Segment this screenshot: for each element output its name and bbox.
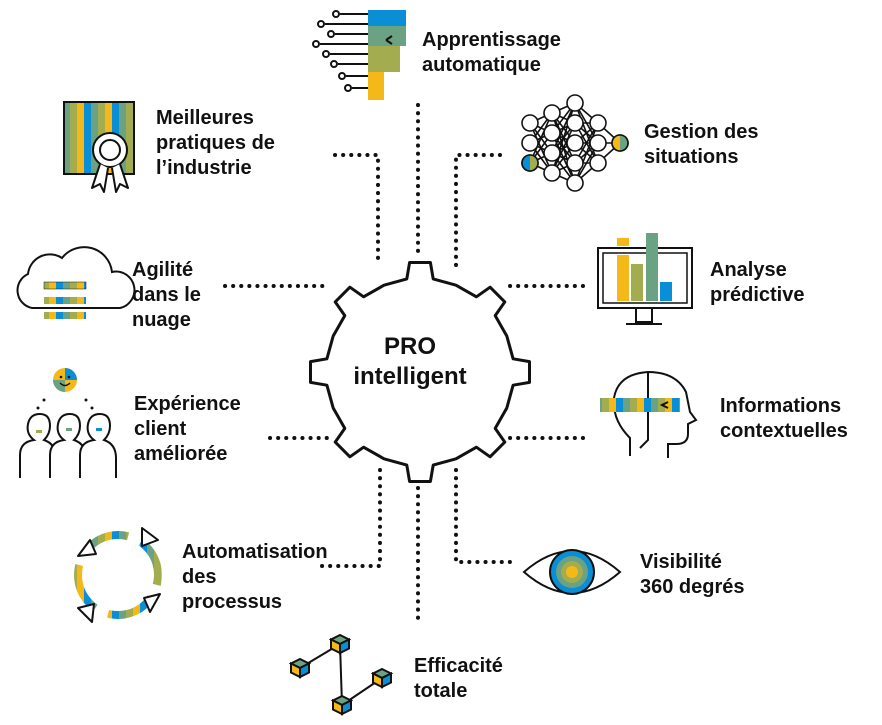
connector-top-right: [454, 153, 502, 267]
nn-link: [529, 112, 553, 164]
label-visibilite: Visibilité 360 degrés: [640, 550, 745, 600]
label-line: prédictive: [710, 284, 805, 306]
nn-node: [543, 104, 561, 122]
head-profile-icon: [600, 370, 698, 458]
connector-bottom-right: [454, 468, 512, 564]
cycle-arrows-icon: [73, 527, 163, 623]
label-analyse: Analyse prédictive: [710, 258, 804, 308]
eye-icon: [522, 549, 622, 595]
label-gestion: Gestion des situations: [644, 120, 758, 170]
nn-node-fill: [620, 135, 628, 151]
label-line: processus: [182, 591, 283, 613]
nn-node: [543, 124, 561, 142]
label-line: Visibilité: [640, 551, 722, 573]
label-line: Automatisation: [182, 541, 328, 563]
neural-network-icon: [521, 94, 629, 192]
gear-icon: [309, 261, 531, 483]
nn-link: [574, 122, 599, 184]
label-line: 360 degrés: [640, 576, 745, 598]
center-label-line1: PRO: [383, 333, 436, 360]
label-line: totale: [414, 680, 468, 702]
center-label-line2: intelligent: [353, 363, 467, 390]
cube-face: [339, 637, 350, 655]
label-line: contextuelles: [720, 420, 848, 442]
label-informations: Informations contextuelles: [720, 394, 848, 444]
cube-face: [299, 661, 310, 679]
nn-node-outline: [521, 154, 539, 172]
robot-head-icon: [312, 10, 406, 100]
nn-link: [551, 102, 576, 174]
label-line: Apprentissage: [422, 29, 561, 51]
label-experience: Expérience client améliorée: [134, 392, 241, 467]
certificate-icon: [63, 101, 135, 193]
nn-node: [543, 144, 561, 162]
cube-face: [381, 671, 392, 689]
label-line: client: [134, 418, 187, 440]
label-line: Analyse: [710, 259, 787, 281]
label-line: améliorée: [134, 443, 228, 465]
nn-node: [589, 134, 607, 152]
label-line: Efficacité: [414, 655, 503, 677]
label-line: Expérience: [134, 393, 241, 415]
label-agilite: Agilité dans le nuage: [132, 258, 201, 333]
nn-node: [543, 164, 561, 182]
connector-lines: [223, 103, 590, 622]
nn-node-fill: [522, 155, 530, 171]
nn-node: [521, 134, 539, 152]
nn-node-fill: [612, 135, 620, 151]
label-line: Meilleures: [156, 107, 254, 129]
label-line: Agilité: [132, 259, 194, 281]
nn-link: [551, 102, 576, 154]
label-line: nuage: [132, 309, 191, 331]
nn-node: [589, 114, 607, 132]
label-line: l’industrie: [156, 157, 252, 179]
connected-cubes-icon: [288, 633, 394, 716]
label-efficacite: Efficacité totale: [414, 654, 503, 704]
label-line: dans le: [132, 284, 201, 306]
nn-node: [566, 94, 584, 112]
nn-node: [566, 114, 584, 132]
nn-node: [521, 114, 539, 132]
nn-node: [566, 174, 584, 192]
label-line: automatique: [422, 54, 541, 76]
nn-node-outline: [611, 134, 629, 152]
label-line: Gestion des: [644, 121, 759, 143]
label-line: pratiques de: [156, 132, 275, 154]
monitor-chart-icon: [597, 233, 693, 325]
label-apprentissage: Apprentissage automatique: [422, 28, 561, 78]
nn-node: [566, 154, 584, 172]
cube-face: [341, 698, 352, 716]
cloud-icon: [16, 246, 136, 319]
nn-node: [589, 154, 607, 172]
label-line: situations: [644, 146, 739, 168]
connector-bottom-left: [320, 468, 382, 568]
nn-node-fill: [530, 155, 538, 171]
nn-node: [566, 134, 584, 152]
customers-icon: [19, 368, 117, 478]
center-label: PRO intelligent: [330, 332, 490, 392]
connector-top-left: [333, 153, 380, 267]
label-line: Informations: [720, 395, 842, 417]
label-automatisation: Automatisation des processus: [182, 540, 328, 615]
nn-link: [551, 122, 576, 174]
label-meilleures: Meilleures pratiques de l’industrie: [156, 106, 275, 181]
label-line: des: [182, 566, 217, 588]
